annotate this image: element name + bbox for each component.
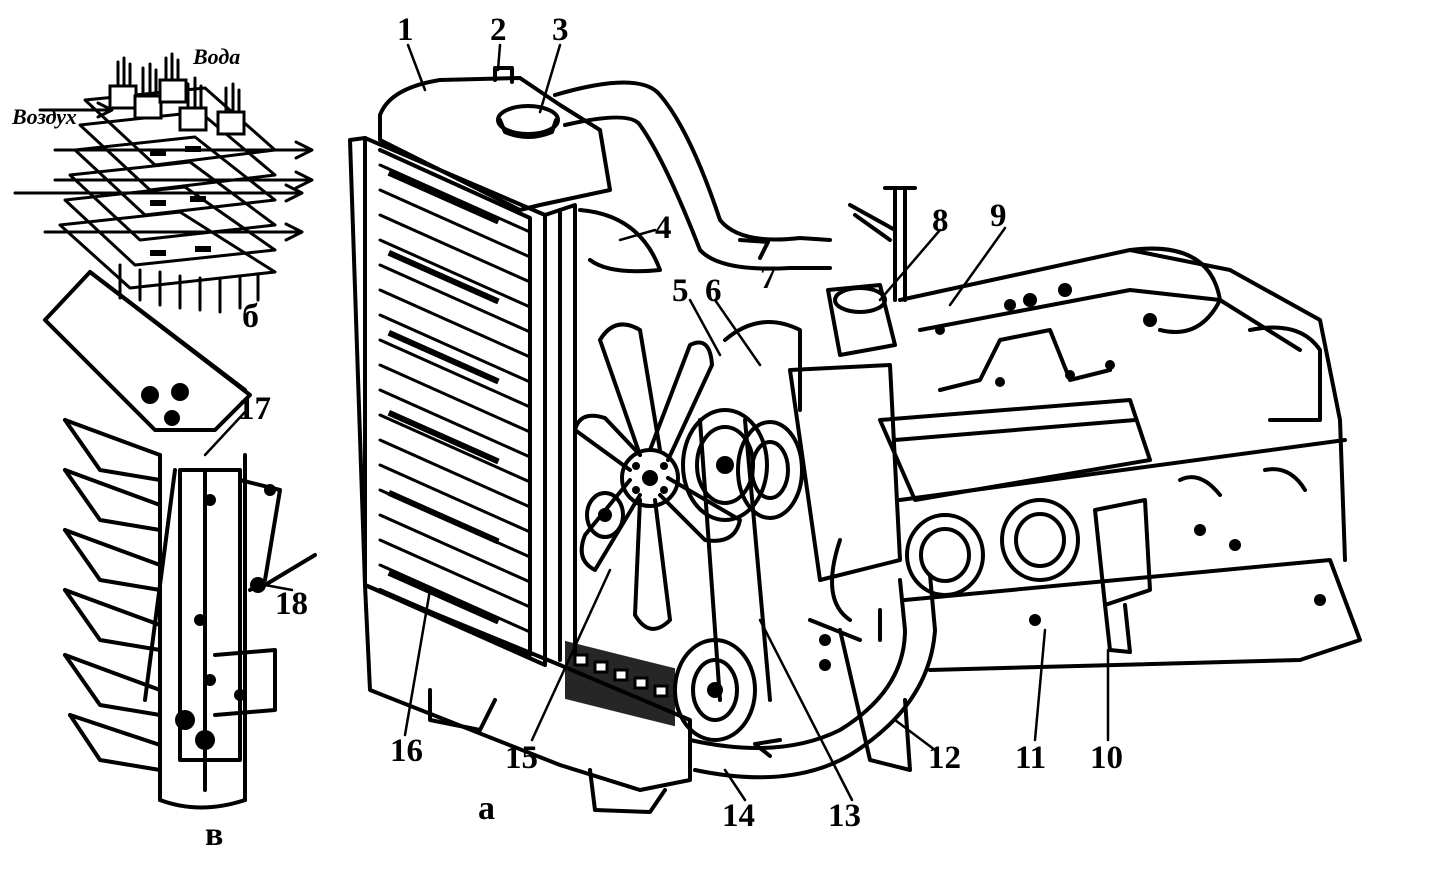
callout-17: 17 bbox=[238, 391, 271, 427]
radiator-core-inset bbox=[13, 52, 314, 314]
callout-14: 14 bbox=[722, 798, 755, 834]
callout-18: 18 bbox=[275, 586, 308, 622]
label-sub-a: а bbox=[478, 790, 495, 827]
callout-7: 7 bbox=[760, 260, 777, 296]
callout-10: 10 bbox=[1090, 740, 1123, 776]
callout-12: 12 bbox=[928, 740, 961, 776]
callout-1: 1 bbox=[397, 12, 414, 48]
engine-block bbox=[788, 186, 1362, 772]
callout-5: 5 bbox=[672, 273, 689, 309]
coolant-hoses bbox=[553, 80, 937, 780]
label-sub-b: б bbox=[242, 298, 259, 335]
callout-16: 16 bbox=[390, 733, 423, 769]
radiator-shutter-inset bbox=[43, 270, 317, 810]
callout-13: 13 bbox=[828, 798, 861, 834]
callout-9: 9 bbox=[990, 198, 1007, 234]
callout-11: 11 bbox=[1015, 740, 1047, 776]
callout-4: 4 bbox=[655, 210, 672, 246]
callout-8: 8 bbox=[932, 203, 949, 239]
label-sub-v: в bbox=[205, 816, 224, 853]
label-water: Вода bbox=[193, 44, 241, 69]
label-air: Воздух bbox=[12, 104, 77, 129]
callout-2: 2 bbox=[490, 12, 507, 48]
radiator bbox=[348, 66, 692, 814]
callout-3: 3 bbox=[552, 12, 569, 48]
callout-leaders bbox=[203, 43, 1110, 802]
fan-assembly bbox=[573, 320, 804, 742]
callout-6: 6 bbox=[705, 273, 722, 309]
callout-15: 15 bbox=[505, 740, 538, 776]
